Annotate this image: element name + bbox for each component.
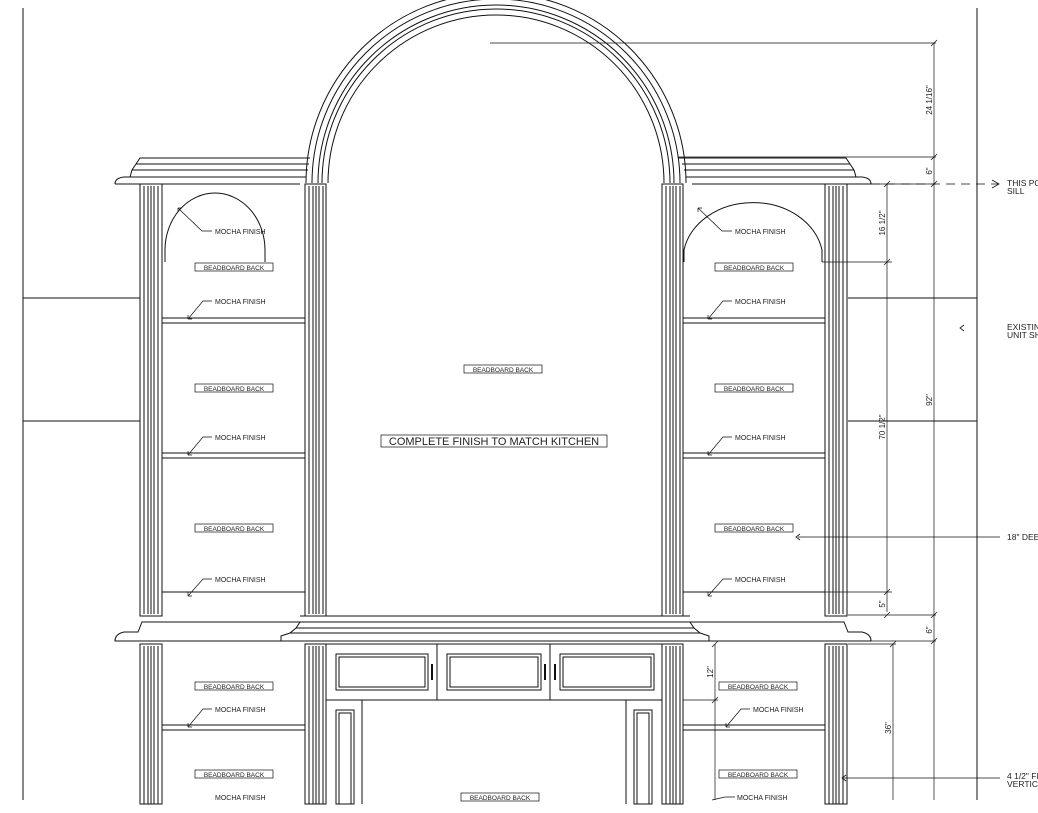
mocha-finish-label: MOCHA FINISH bbox=[215, 707, 266, 714]
upper-shelves bbox=[162, 317, 825, 593]
beadboard-back-label: BEADBOARD BACK bbox=[724, 386, 785, 393]
right-top-crown bbox=[678, 157, 872, 185]
pilaster-left-outer bbox=[139, 183, 163, 617]
beadboard-back-label: BEADBOARD BACK bbox=[724, 526, 785, 533]
pilaster-right-outer bbox=[824, 183, 848, 617]
dim-crown-mid: 6" bbox=[925, 626, 934, 633]
middle-crown bbox=[114, 615, 872, 642]
beadboard-back-label: BEADBOARD BACK bbox=[204, 526, 265, 533]
lower-shelves bbox=[162, 724, 825, 731]
dim-upper-arch-shelf: 16 1/2" bbox=[878, 210, 887, 235]
drawer-bank bbox=[325, 643, 663, 701]
mocha-finish-label: MOCHA FINISH bbox=[215, 229, 266, 236]
beadboard-back-label: BEADBOARD BACK bbox=[728, 772, 789, 779]
mocha-finish-label: MOCHA FINISH bbox=[215, 795, 266, 802]
lower-pilasters bbox=[139, 643, 848, 805]
sill-note-line1: THIS PC bbox=[1007, 178, 1038, 188]
beadboard-back-label: BEADBOARD BACK bbox=[204, 265, 265, 272]
beadboard-back-label: BEADBOARD BACK bbox=[470, 795, 531, 802]
beadboard-tag-boxes bbox=[194, 262, 798, 802]
mocha-finish-label: MOCHA FINISH bbox=[737, 795, 788, 802]
filler-note-line1: 4 1/2" FI bbox=[1007, 771, 1038, 781]
dimension-lines bbox=[490, 39, 938, 800]
mocha-finish-label: MOCHA FINISH bbox=[215, 435, 266, 442]
mocha-finish-label: MOCHA FINISH bbox=[735, 435, 786, 442]
beadboard-back-label: BEADBOARD BACK bbox=[204, 684, 265, 691]
sill-note-line2: SILL bbox=[1007, 186, 1025, 196]
existing-note-line1: EXISTIN bbox=[1007, 322, 1038, 332]
dim-upper-base: 5" bbox=[878, 600, 887, 607]
beadboard-back-label: BEADBOARD BACK bbox=[204, 386, 265, 393]
pilaster-right-inner bbox=[661, 183, 684, 617]
existing-note-line2: UNIT SH bbox=[1007, 330, 1038, 340]
wall-lines bbox=[22, 8, 978, 800]
mocha-finish-label: MOCHA FINISH bbox=[753, 707, 804, 714]
mocha-finish-label: MOCHA FINISH bbox=[735, 577, 786, 584]
dim-lower-height: 36" bbox=[884, 722, 893, 734]
mocha-finish-label: MOCHA FINISH bbox=[215, 299, 266, 306]
leader-lines bbox=[177, 207, 750, 801]
side-arches bbox=[164, 192, 823, 262]
mocha-finish-label: MOCHA FINISH bbox=[735, 299, 786, 306]
filler-note-line2: VERTIC bbox=[1007, 779, 1038, 789]
dim-upper-cabinet: 70 1/2" bbox=[878, 414, 887, 439]
beadboard-back-label: BEADBOARD BACK bbox=[728, 684, 789, 691]
pilaster-left-inner bbox=[304, 183, 327, 617]
depth-note: 18" DEE bbox=[1007, 532, 1038, 542]
lower-doors bbox=[335, 700, 653, 805]
mocha-finish-label: MOCHA FINISH bbox=[735, 229, 786, 236]
beadboard-back-label: BEADBOARD BACK bbox=[473, 367, 534, 374]
side-arrows bbox=[795, 179, 1000, 782]
beadboard-back-label: BEADBOARD BACK bbox=[204, 772, 265, 779]
complete-finish-label: COMPLETE FINISH TO MATCH KITCHEN bbox=[389, 436, 599, 448]
dim-drawer-height: 12" bbox=[706, 666, 715, 678]
left-top-crown bbox=[114, 157, 310, 185]
dim-overall-height: 92" bbox=[925, 394, 934, 406]
dim-crown-top: 6" bbox=[925, 167, 934, 174]
dim-arch-height: 24 1/16" bbox=[925, 85, 934, 115]
center-arch bbox=[305, 0, 687, 184]
beadboard-back-label: BEADBOARD BACK bbox=[724, 265, 785, 272]
mocha-finish-label: MOCHA FINISH bbox=[215, 577, 266, 584]
